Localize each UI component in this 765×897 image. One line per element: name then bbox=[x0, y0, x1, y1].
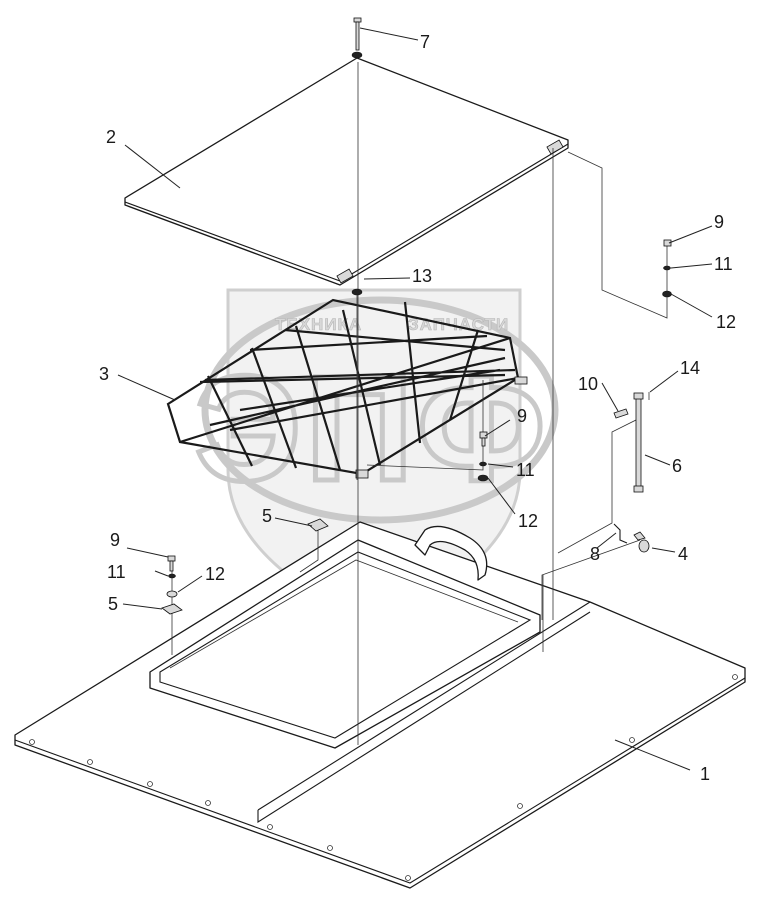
mesh-grid bbox=[166, 298, 528, 479]
watermark-brand-right: ЗАПЧАСТИ bbox=[408, 315, 509, 334]
callout-3: 3 bbox=[99, 364, 109, 384]
base-panel-front-edge bbox=[14, 677, 746, 884]
callout-9-left: 9 bbox=[110, 530, 120, 550]
fastener-stack-center bbox=[477, 431, 489, 482]
mesh-bracket-right bbox=[514, 376, 528, 385]
cover-hinge-right bbox=[546, 139, 564, 155]
callout-12-right: 12 bbox=[716, 312, 736, 332]
callout-11-center: 11 bbox=[516, 460, 535, 480]
callout-11-right: 11 bbox=[714, 254, 733, 274]
watermark-gear-icon bbox=[201, 296, 559, 524]
base-handle bbox=[414, 525, 488, 581]
base-opening-rim bbox=[169, 559, 519, 669]
cover-hinge-front bbox=[336, 268, 354, 284]
callout-labels: 1 2 3 4 5 5 6 7 8 9 9 9 10 11 11 11 12 1… bbox=[99, 32, 736, 784]
callout-9-right: 9 bbox=[714, 212, 724, 232]
callout-2: 2 bbox=[106, 127, 116, 147]
callout-14: 14 bbox=[680, 358, 700, 378]
callout-8: 8 bbox=[590, 544, 600, 564]
bracket-5-center bbox=[307, 518, 329, 532]
callout-1: 1 bbox=[700, 764, 710, 784]
callout-13: 13 bbox=[412, 266, 432, 286]
clip-8 bbox=[613, 523, 628, 544]
callout-12-center: 12 bbox=[518, 511, 538, 531]
mesh-bracket-front bbox=[355, 469, 369, 479]
washer-13 bbox=[351, 288, 363, 296]
callout-9-center: 9 bbox=[517, 406, 527, 426]
base-opening-inner bbox=[159, 551, 532, 739]
callout-4: 4 bbox=[678, 544, 688, 564]
hardware bbox=[161, 17, 672, 615]
callout-12-left: 12 bbox=[205, 564, 225, 584]
alignment-lines bbox=[171, 62, 668, 745]
cover-panel bbox=[124, 57, 569, 286]
callout-6: 6 bbox=[672, 456, 682, 476]
fastener-stack-left bbox=[161, 555, 183, 615]
base-panel-holes bbox=[29, 674, 738, 881]
rod-6 bbox=[633, 392, 650, 493]
nut-4 bbox=[633, 531, 650, 553]
callout-5-left: 5 bbox=[108, 594, 118, 614]
leader-lines bbox=[117, 27, 713, 771]
base-panel bbox=[14, 521, 746, 889]
screw-10 bbox=[613, 408, 629, 419]
callout-5-center: 5 bbox=[262, 506, 272, 526]
base-panel-seam bbox=[257, 601, 591, 823]
cover-panel-outline bbox=[124, 57, 569, 286]
bolt-7 bbox=[351, 17, 363, 59]
callout-10: 10 bbox=[578, 374, 598, 394]
mesh-grid-lines bbox=[199, 328, 519, 432]
callout-7: 7 bbox=[420, 32, 430, 52]
callout-11-left: 11 bbox=[107, 562, 126, 582]
